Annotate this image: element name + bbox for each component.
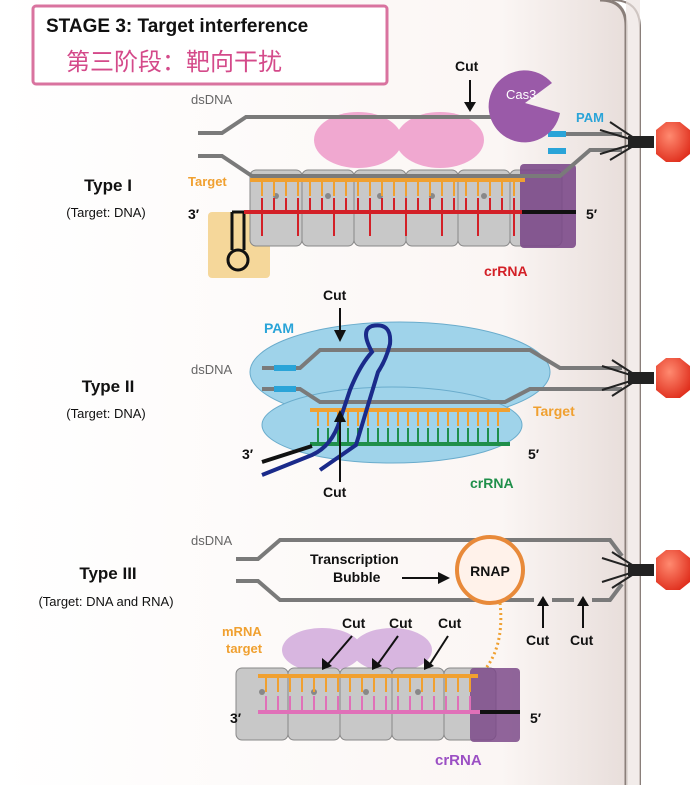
type3-target-note: (Target: DNA and RNA) [38, 594, 173, 609]
type3-label: Type III [79, 564, 136, 583]
phage-3-head [656, 550, 690, 590]
type3-cut-rna-1-arrowhead [322, 658, 332, 670]
type2-dsdna-label: dsDNA [191, 362, 233, 377]
type3-bubble-label-2: Bubble [333, 569, 381, 585]
phage-1-head [656, 122, 690, 162]
type3-rnap-label: RNAP [470, 563, 510, 579]
type3-5prime-label: 5′ [530, 710, 542, 726]
type1-cas3-protein [488, 70, 560, 143]
type3-mrna-label-1: mRNA [222, 624, 262, 639]
type1-label: Type I [84, 176, 132, 195]
type3-csm-subunit-1 [282, 628, 362, 672]
type3-cut-rna-3-arrowhead [424, 658, 434, 670]
type1-cut-label: Cut [455, 58, 479, 74]
type3-mrna-teeth [265, 676, 471, 692]
phage-2 [601, 358, 690, 398]
type3-rnap [455, 535, 525, 605]
type3-cut-dna-2-label: Cut [570, 632, 594, 648]
type1-pam-mark-1 [548, 131, 566, 137]
type3-bubble-label-1: Transcription [310, 551, 399, 567]
type3-cas-subunit [470, 668, 520, 742]
type3-dsdna-bottom [236, 579, 624, 602]
type2-target-label: Target [533, 403, 575, 419]
title-chinese: 第三阶段：靶向干扰 [66, 49, 282, 76]
type1-crrna-hairpin [230, 212, 246, 250]
type2-crrna-label: crRNA [470, 475, 514, 491]
type2-crrna-3end [261, 444, 313, 464]
type3-cut-rna-2-label: Cut [389, 615, 413, 631]
phage-2-head [656, 358, 690, 398]
type1-target-note: (Target: DNA) [66, 205, 145, 220]
title-box: STAGE 3: Target interference 第三阶段：靶向干扰 [31, 4, 389, 86]
type3-cut-rna-1-arrow [327, 635, 353, 665]
type1-target-label: Target [188, 174, 227, 189]
type2-5prime-label: 5′ [528, 446, 540, 462]
type2-cut-top-arrowhead [334, 330, 346, 342]
type2-tracrrna [261, 323, 393, 477]
title-english: STAGE 3: Target interference [46, 16, 308, 37]
type2-cut-top-label: Cut [323, 287, 347, 303]
type3-cut-rna-3-label: Cut [438, 615, 462, 631]
type1-dsdna-top [198, 115, 498, 135]
type1-crrna-label: crRNA [484, 263, 528, 279]
type2-pam-mark-2 [274, 386, 296, 392]
phage-1 [599, 121, 690, 162]
type1-5prime-label: 5′ [586, 206, 598, 222]
type1-dsdna-bottom [198, 148, 622, 178]
type3-cut-dna-1-arrowhead [537, 596, 549, 606]
phage-3 [601, 550, 690, 590]
type1-target-teeth [261, 180, 515, 196]
type1-cut-arrowhead [464, 102, 476, 112]
type3-cut-rna-2-arrowhead [372, 658, 382, 670]
type2-label: Type II [82, 377, 135, 396]
type1-crrna-teeth [261, 198, 515, 236]
type3-bubble-arrowhead [438, 572, 450, 584]
type1-dsdna-label: dsDNA [191, 92, 233, 107]
type2-pam-label: PAM [264, 320, 294, 336]
type1-pam-mark-2 [548, 148, 566, 154]
type3-cut-rna-3-arrow [429, 635, 449, 665]
type3-cut-dna-1-label: Cut [526, 632, 550, 648]
type1-cas-subunit [520, 164, 576, 248]
type3-mrna-label-2: target [226, 641, 263, 656]
type3-cut-rna-1-label: Cut [342, 615, 366, 631]
type1-cas3-label: Cas3 [506, 87, 536, 102]
type2-cut-bottom-label: Cut [323, 484, 347, 500]
type3-3prime-label: 3′ [230, 710, 242, 726]
type3-cut-dna-2-arrowhead [577, 596, 589, 606]
type1-section: Type I (Target: DNA) dsDNA [66, 58, 622, 279]
type2-section: Type II (Target: DNA) PAM dsDNA Target [66, 287, 622, 500]
type3-cut-rna-2-arrow [377, 635, 399, 665]
type2-target-note: (Target: DNA) [66, 406, 145, 421]
type1-pam-label: PAM [576, 110, 604, 125]
type2-3prime-label: 3′ [242, 446, 254, 462]
type1-hairpin-loop [226, 248, 250, 272]
type2-cut-bottom-arrowhead [334, 410, 346, 422]
type3-csm-subunit-2 [352, 628, 432, 672]
type1-3prime-label: 3′ [188, 206, 200, 222]
type3-section: Type III (Target: DNA and RNA) dsDNA Tra… [38, 533, 624, 769]
type3-crrna-teeth [265, 696, 471, 712]
type3-dsdna-top [236, 538, 624, 561]
type3-dsdna-label: dsDNA [191, 533, 233, 548]
type1-cascade-subunit-2 [396, 112, 484, 168]
type2-pam-mark-1 [274, 365, 296, 371]
type3-crrna-label: crRNA [435, 752, 482, 769]
type1-cascade-subunit-1 [314, 112, 402, 168]
